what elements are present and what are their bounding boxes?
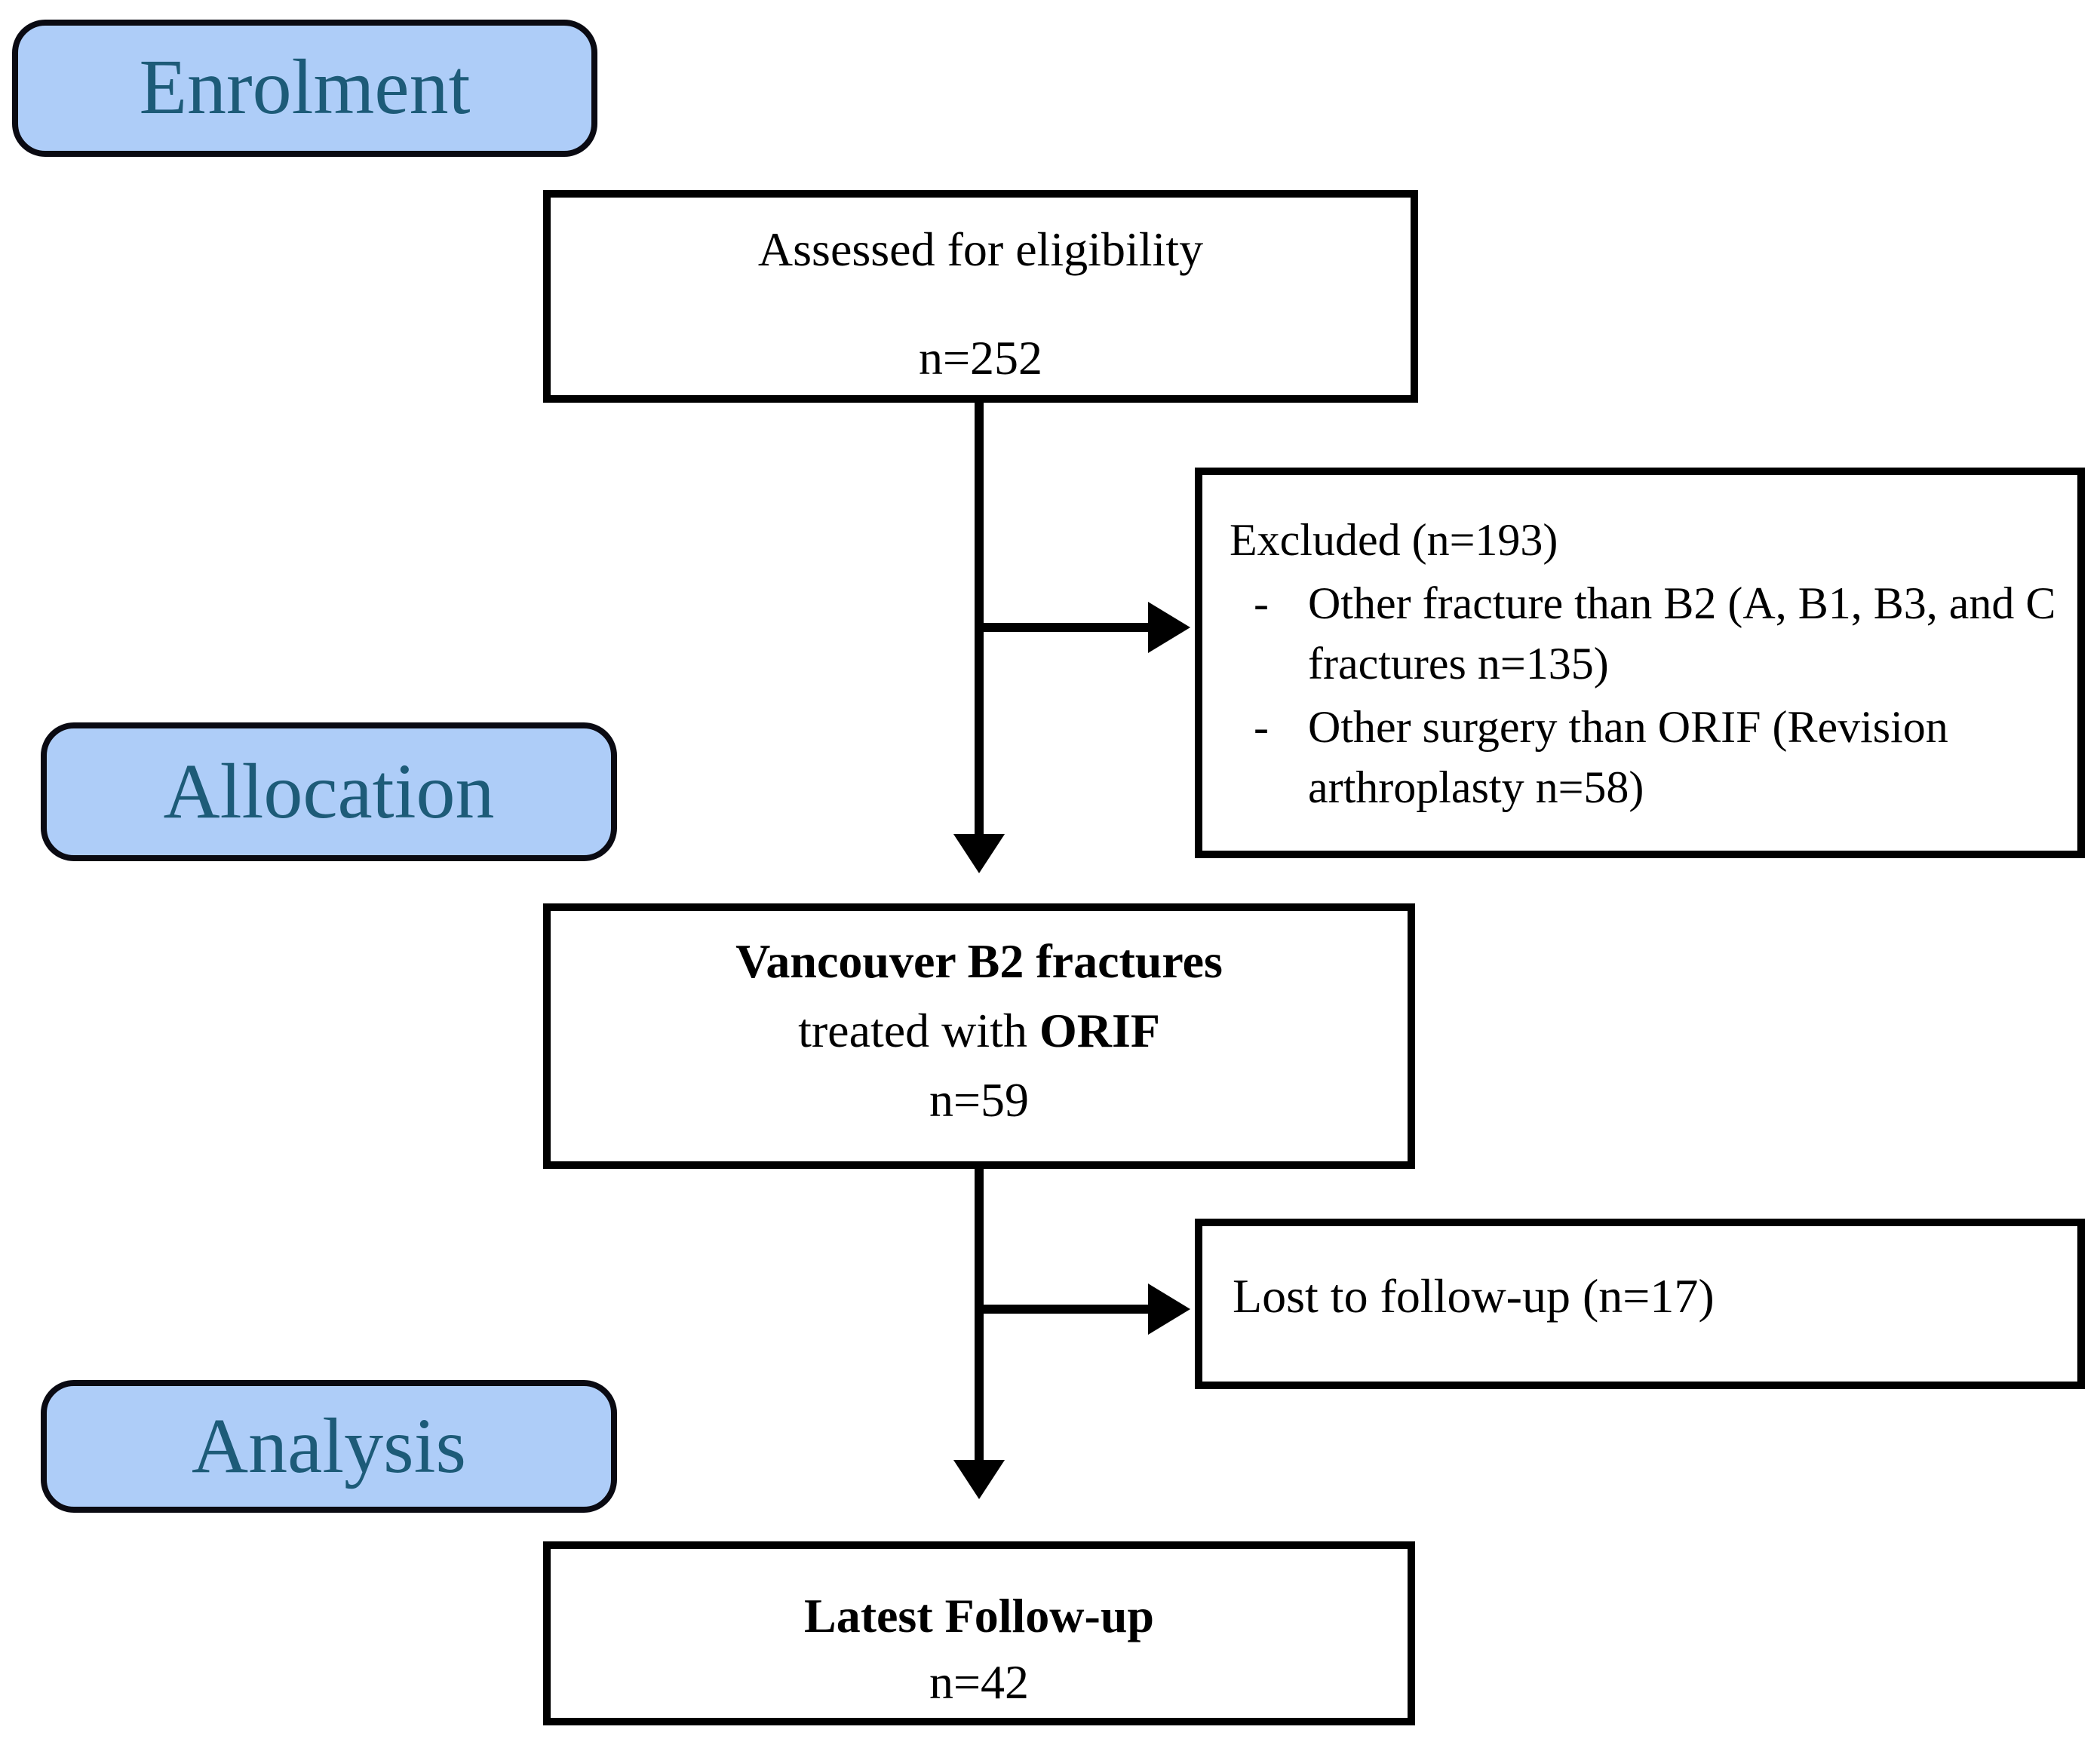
assessed-title: Assessed for eligibility [757,222,1204,276]
vancouver-content: Vancouver B2 fractures treated with ORIF… [551,911,1408,1134]
bullet-marker: - [1254,703,1269,753]
stage-label-enrolment: Enrolment [12,20,597,157]
stage-label-allocation-text: Allocation [163,749,495,835]
arrow-assessed-to-vancouver-head-icon [953,834,1005,873]
latest-content: Latest Follow-up n=42 [551,1549,1408,1715]
arrow-branch-to-lost-shaft [975,1305,1148,1314]
stage-label-enrolment-text: Enrolment [139,45,471,131]
node-vancouver-b2-orif: Vancouver B2 fractures treated with ORIF… [543,903,1415,1169]
node-excluded: Excluded (n=193) - Other fracture than B… [1195,468,2085,858]
excluded-bullet-2: - Other surgery than ORIF (Revision arth… [1230,698,2059,819]
arrow-vancouver-to-latest-head-icon [953,1460,1005,1499]
arrow-vancouver-to-latest-shaft [975,1169,984,1460]
node-latest-follow-up: Latest Follow-up n=42 [543,1541,1415,1725]
excluded-bullet-2-line-2: arthroplasty n=58) [1308,763,1644,813]
arrow-branch-to-excluded-head-icon [1148,602,1190,653]
vancouver-count: n=59 [929,1072,1030,1127]
arrow-branch-to-excluded-shaft [975,623,1148,632]
excluded-bullet-2-text: Other surgery than ORIF (Revision arthro… [1308,698,2059,819]
stage-label-analysis-text: Analysis [192,1403,466,1489]
arrow-assessed-to-vancouver-shaft [975,403,984,834]
arrow-branch-to-lost-head-icon [1148,1283,1190,1335]
excluded-bullet-1-text: Other fracture than B2 (A, B1, B3, and C… [1308,575,2059,695]
vancouver-subtitle: treated with ORIF [551,995,1408,1065]
excluded-bullet-1-line-1: Other fracture than B2 (A, B1, B3, and C [1308,579,2056,629]
excluded-bullet-1-line-2: fractures n=135) [1308,639,1609,689]
vancouver-title: Vancouver B2 fractures [735,934,1223,988]
latest-title: Latest Follow-up [804,1588,1154,1642]
latest-count: n=42 [929,1655,1030,1709]
node-lost-to-follow-up: Lost to follow-up (n=17) [1195,1219,2085,1389]
bullet-marker: - [1254,579,1269,629]
lost-text: Lost to follow-up (n=17) [1233,1268,1715,1323]
vancouver-subtitle-bold: ORIF [1039,1003,1160,1057]
excluded-bullet-2-line-1: Other surgery than ORIF (Revision [1308,703,1948,753]
node-assessed-for-eligibility: Assessed for eligibility n=252 [543,190,1418,403]
excluded-heading: Excluded (n=193) [1230,516,1558,566]
assessed-count: n=252 [918,330,1043,385]
excluded-content: Excluded (n=193) - Other fracture than B… [1202,475,2077,819]
stage-label-allocation: Allocation [41,722,617,861]
excluded-bullet-1: - Other fracture than B2 (A, B1, B3, and… [1230,575,2059,695]
stage-label-analysis: Analysis [41,1380,617,1513]
vancouver-subtitle-regular: treated with [798,1003,1039,1057]
